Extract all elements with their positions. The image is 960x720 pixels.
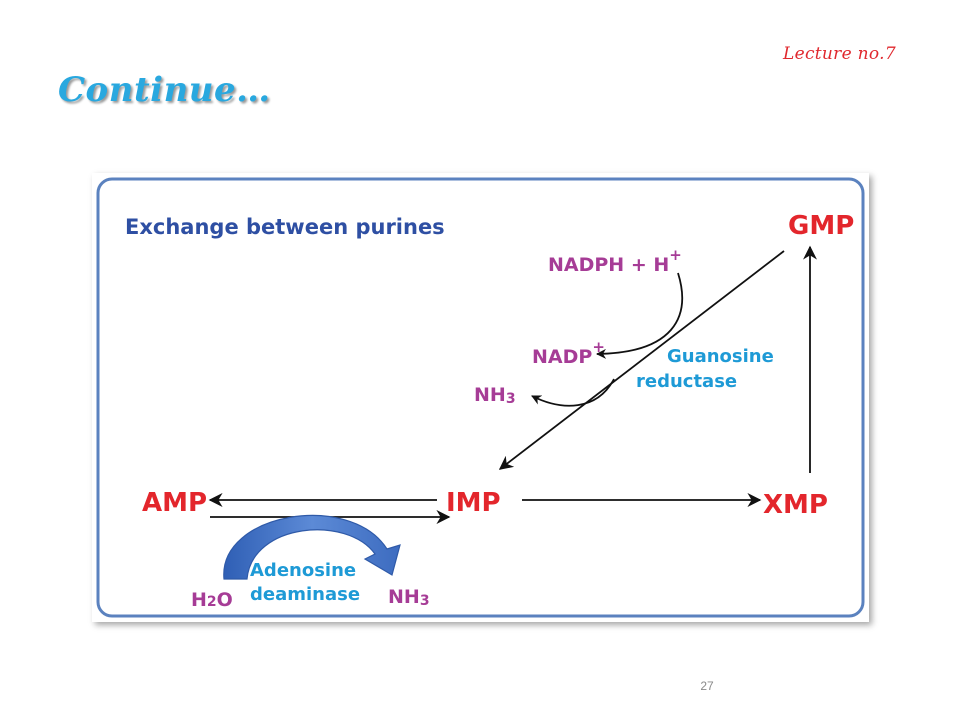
node-xmp: XMP [763, 490, 828, 520]
arrow-nadph-to-nadp [596, 272, 683, 359]
node-imp: IMP [446, 488, 501, 518]
curved-deamination-arrow [223, 514, 401, 580]
node-gmp: GMP [788, 211, 854, 241]
enzyme-adenosine-deaminase-line1: Adenosine [250, 560, 356, 581]
node-amp: AMP [142, 488, 207, 518]
cofactor-nadph: NADPH + H+ [548, 246, 682, 276]
diagram-heading: Exchange between purines [125, 215, 445, 239]
arrow-gmp-to-imp [498, 250, 785, 470]
slide-title: Continue… [58, 70, 271, 110]
arrow-nh3-release [531, 378, 615, 407]
cofactor-nh3-bottom: NH3 [388, 586, 430, 609]
cofactor-h2o: H2O [191, 589, 233, 611]
enzyme-guanosine-reductase-line1: Guanosine [667, 346, 774, 367]
cofactor-nadp: NADP+ [532, 338, 605, 368]
cofactor-nh3-top: NH3 [474, 384, 516, 407]
lecture-label: Lecture no.7 [783, 44, 896, 64]
page-number: 27 [700, 679, 714, 693]
diagram-frame [96, 177, 865, 618]
enzyme-guanosine-reductase-line2: reductase [636, 371, 737, 392]
purine-exchange-figure: Exchange between purines GMP AMP IMP XMP… [92, 173, 869, 622]
purine-exchange-diagram: Exchange between purines GMP AMP IMP XMP… [96, 177, 865, 618]
enzyme-adenosine-deaminase-line2: deaminase [250, 584, 360, 605]
